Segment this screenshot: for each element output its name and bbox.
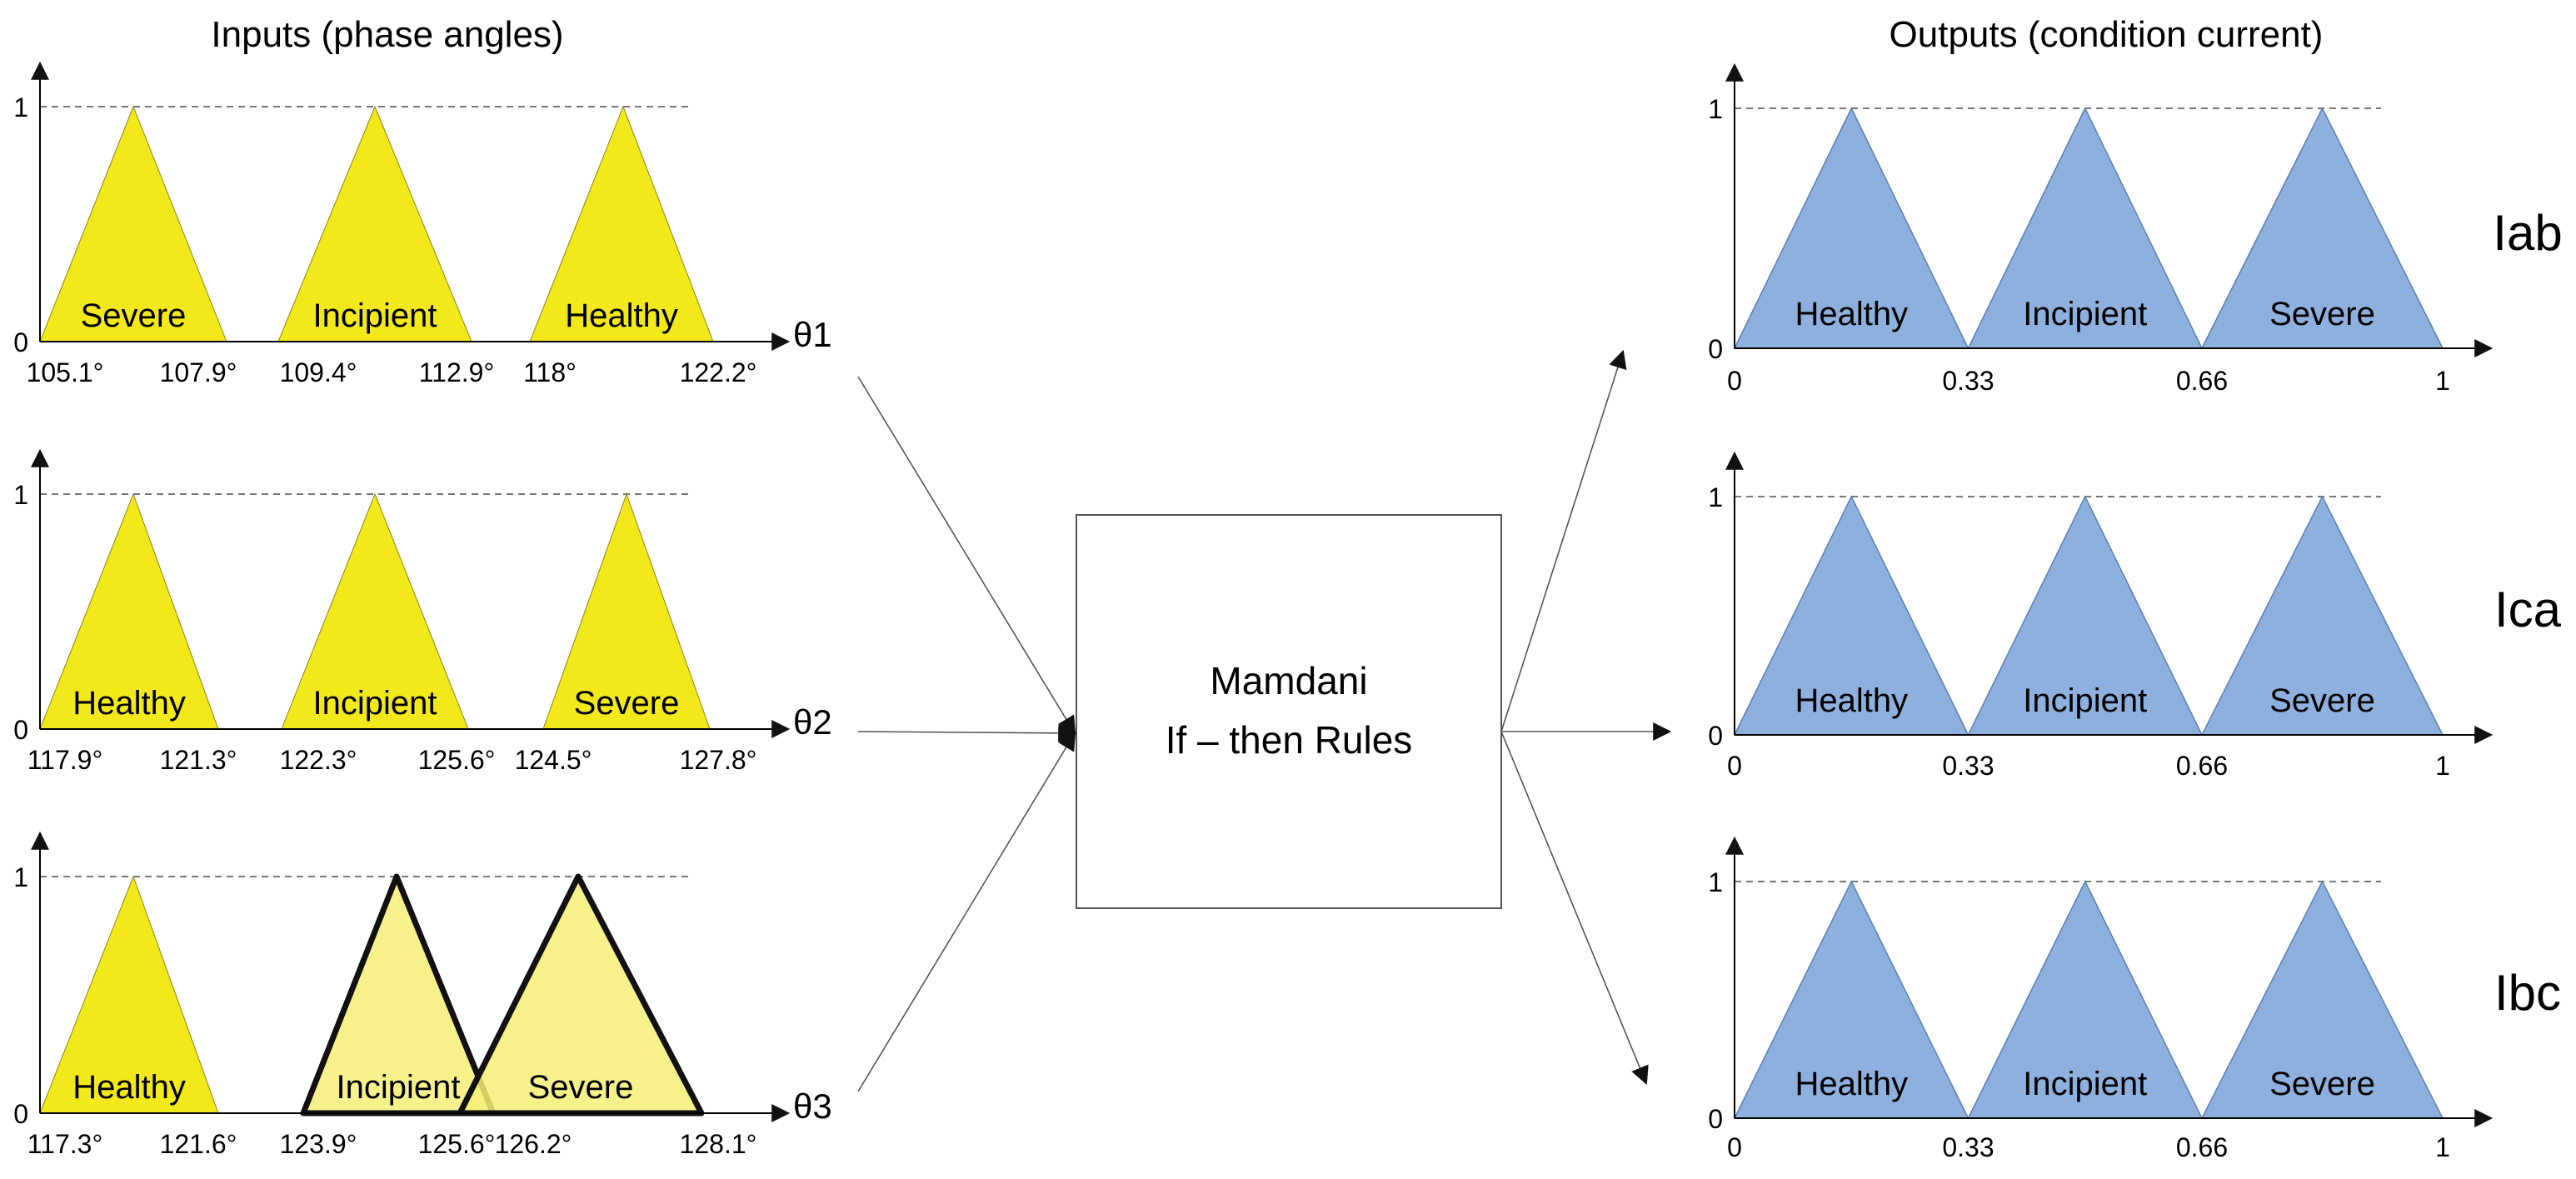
- input-2-label-incipient: Incipient: [313, 685, 437, 722]
- output-ibc-x-tick: 0: [1727, 1132, 1742, 1162]
- rule-box-line1: Mamdani: [1210, 659, 1367, 702]
- arrow-theta3-to-rules: [857, 732, 1076, 1092]
- output-ibc-label-severe: Severe: [2269, 1066, 2375, 1102]
- output-iab-label-incipient: Incipient: [2023, 296, 2147, 332]
- input-3-label-healthy: Healthy: [72, 1069, 186, 1106]
- outputs-title: Outputs (condition current): [1890, 14, 2324, 55]
- input-1-label-severe: Severe: [81, 297, 187, 334]
- input-3-y-tick-0: 0: [13, 1099, 28, 1129]
- input-2-x-tick: 127.8°: [680, 745, 757, 775]
- input-1-x-tick: 118°: [523, 357, 577, 387]
- input-1-y-tick-1: 1: [13, 92, 28, 122]
- arrow-rules-to-ibc: [1500, 731, 1649, 1086]
- input-1-x-tick: 112.9°: [419, 357, 495, 387]
- input-2-x-tick: 117.9°: [27, 745, 103, 775]
- flow-arrows: [857, 349, 1672, 1092]
- rule-block: Mamdani If – then Rules: [1076, 514, 1502, 909]
- input-3-x-tick: 123.9°: [280, 1129, 357, 1159]
- output-iab-label-healthy: Healthy: [1795, 296, 1908, 332]
- input-2-x-tick: 124.5°: [515, 745, 592, 775]
- output-ica-y-tick-0: 0: [1708, 721, 1723, 751]
- input-2-label-healthy: Healthy: [72, 685, 186, 722]
- output-ibc-y-tick-0: 0: [1708, 1104, 1723, 1134]
- input-3-x-tick: 126.2°: [495, 1129, 572, 1159]
- input-2-y-tick-0: 0: [13, 715, 28, 745]
- arrow-theta1-to-rules: [857, 376, 1076, 735]
- output-ica-label-healthy: Healthy: [1795, 682, 1908, 719]
- input-2-x-tick: 125.6°: [418, 745, 496, 775]
- output-iab-label-severe: Severe: [2269, 296, 2375, 332]
- output-name-iab: Iab: [2493, 205, 2562, 261]
- input-3-label-incipient: Incipient: [337, 1069, 461, 1106]
- inputs-title: Inputs (phase angles): [211, 14, 563, 55]
- output-ibc-x-tick: 1: [2435, 1132, 2450, 1162]
- output-ica-y-tick-1: 1: [1708, 482, 1723, 512]
- input-3-y-tick-1: 1: [13, 862, 28, 892]
- input-2-x-tick: 122.3°: [280, 745, 357, 775]
- output-ibc-label-incipient: Incipient: [2023, 1066, 2147, 1102]
- output-ibc-x-tick: 0.33: [1942, 1132, 1994, 1162]
- input-2-symbol: θ2: [793, 702, 832, 742]
- output-ica-x-tick: 0: [1727, 751, 1742, 781]
- input-3-x-tick: 128.1°: [680, 1129, 757, 1159]
- output-ibc-label-healthy: Healthy: [1795, 1066, 1908, 1102]
- input-1-y-tick-0: 0: [13, 327, 28, 357]
- input-3-x-tick: 121.6°: [160, 1129, 237, 1159]
- arrow-rules-to-iab: [1500, 349, 1627, 732]
- output-iab-y-tick-1: 1: [1708, 94, 1723, 124]
- output-name-ibc: Ibc: [2494, 965, 2561, 1021]
- output-ica-label-severe: Severe: [2269, 682, 2375, 719]
- output-ica-label-incipient: Incipient: [2023, 682, 2147, 719]
- input-1-x-tick: 109.4°: [280, 357, 357, 387]
- input-1-x-tick: 107.9°: [160, 357, 237, 387]
- input-2-label-severe: Severe: [574, 685, 680, 722]
- output-ibc-y-tick-1: 1: [1708, 867, 1723, 897]
- output-ica-x-tick: 0.66: [2176, 751, 2228, 781]
- input-3-x-tick: 125.6°: [418, 1129, 496, 1159]
- output-ica-x-tick: 0.33: [1942, 751, 1994, 781]
- output-iab-x-tick: 0.33: [1942, 366, 1994, 396]
- input-1-x-tick: 105.1°: [27, 357, 104, 387]
- output-iab-x-tick: 0: [1727, 366, 1742, 396]
- input-2-y-tick-1: 1: [13, 480, 28, 510]
- input-1-label-incipient: Incipient: [313, 297, 437, 334]
- output-iab-x-tick: 1: [2435, 366, 2450, 396]
- output-iab-x-tick: 0.66: [2176, 366, 2228, 396]
- output-name-ica: Ica: [2494, 582, 2562, 637]
- input-2-x-tick: 121.3°: [160, 745, 237, 775]
- rule-box-line2: If – then Rules: [1166, 718, 1413, 762]
- input-1-symbol: θ1: [793, 315, 832, 354]
- input-1-label-healthy: Healthy: [565, 297, 678, 334]
- input-1-x-tick: 122.2°: [680, 357, 757, 387]
- rule-box: [1076, 514, 1502, 909]
- input-3-x-tick: 117.3°: [27, 1129, 103, 1159]
- output-ica-x-tick: 1: [2435, 751, 2450, 781]
- input-3-label-severe: Severe: [528, 1069, 634, 1106]
- input-3-symbol: θ3: [793, 1087, 832, 1126]
- output-iab-y-tick-0: 0: [1708, 334, 1723, 364]
- output-ibc-x-tick: 0.66: [2176, 1132, 2228, 1162]
- arrow-theta2-to-rules: [857, 723, 1077, 742]
